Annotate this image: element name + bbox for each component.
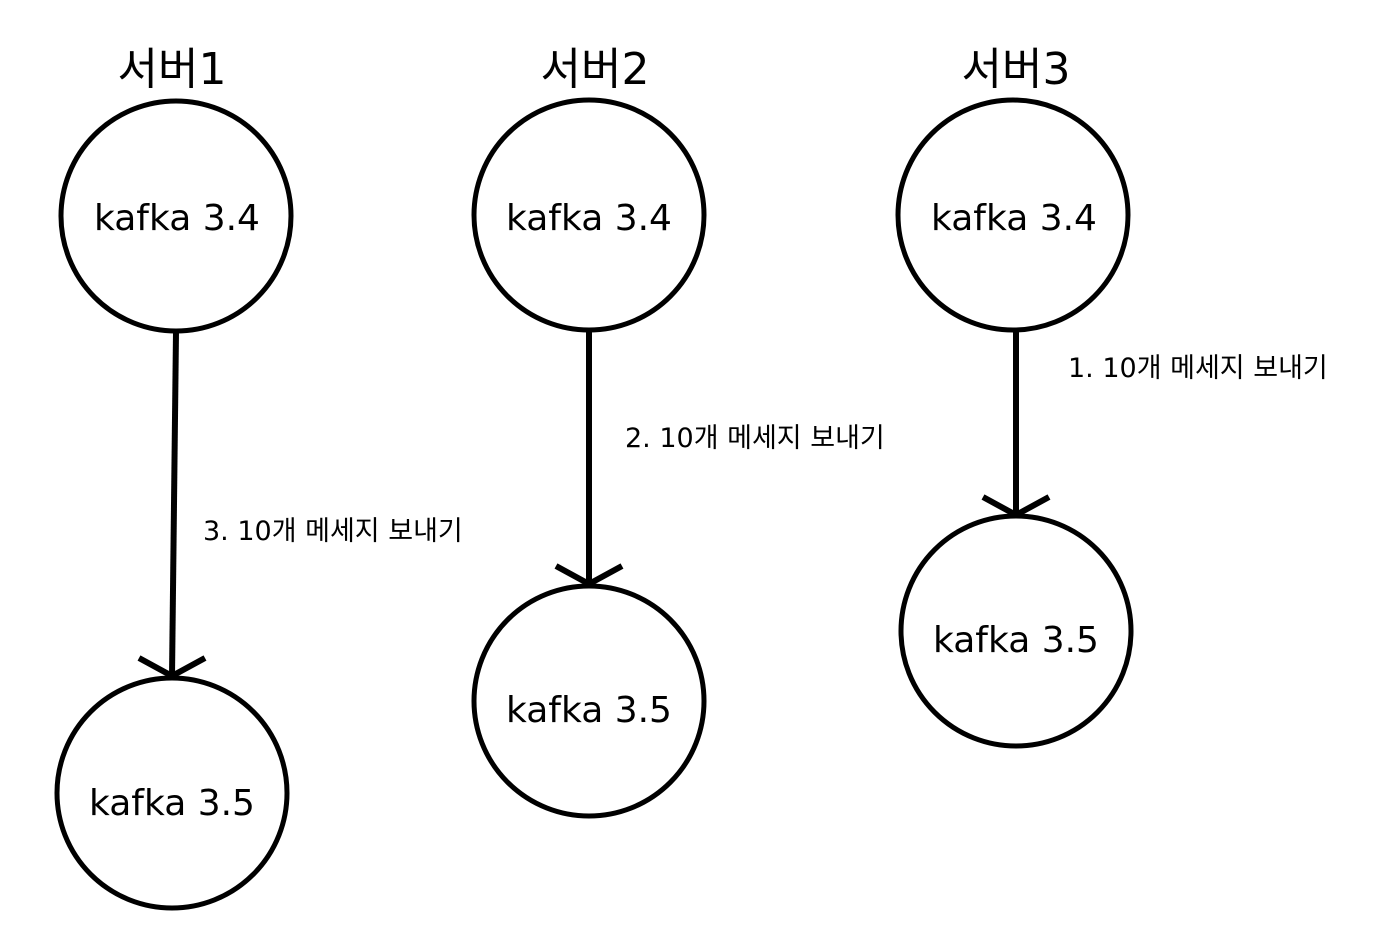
server-3-target-label: kafka 3.5 (933, 620, 1099, 661)
server-1-edge-label: 3. 10개 메세지 보내기 (203, 516, 463, 547)
server-1-target-label: kafka 3.5 (89, 783, 255, 824)
server-3-target-node (898, 513, 1134, 749)
server-2-title: 서버2 (541, 44, 650, 95)
server-3-source-label: kafka 3.4 (931, 198, 1097, 239)
server-2-target-label: kafka 3.5 (506, 690, 672, 731)
server-3-source-node (895, 97, 1131, 333)
server-2-group: 서버2 kafka 3.4 2. 10개 메세지 보내기 kafka 3.5 (471, 44, 885, 819)
server-2-source-node (471, 97, 707, 333)
server-3-title: 서버3 (962, 44, 1071, 95)
server-1-source-node (58, 98, 294, 334)
server-3-group: 서버3 kafka 3.4 1. 10개 메세지 보내기 kafka 3.5 (895, 44, 1328, 749)
server-1-group: 서버1 kafka 3.4 3. 10개 메세지 보내기 kafka 3.5 (54, 44, 463, 911)
server-2-target-node (471, 583, 707, 819)
server-2-edge-label: 2. 10개 메세지 보내기 (625, 423, 885, 454)
server-1-source-label: kafka 3.4 (94, 198, 260, 239)
server-1-arrow-line (169, 331, 179, 677)
server-1-title: 서버1 (118, 44, 227, 95)
server-2-source-label: kafka 3.4 (506, 198, 672, 239)
server-1-target-node (54, 675, 290, 911)
server-3-edge-label: 1. 10개 메세지 보내기 (1068, 353, 1328, 384)
